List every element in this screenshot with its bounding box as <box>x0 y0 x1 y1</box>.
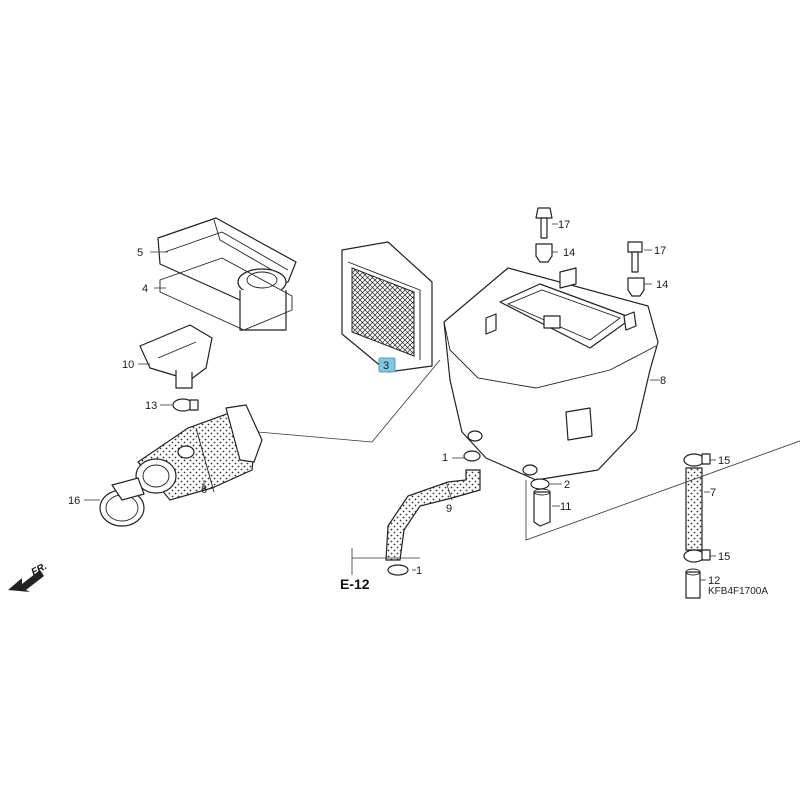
callout-4: 4 <box>142 283 148 295</box>
callout-leaders <box>84 223 716 581</box>
leader-line-3 <box>257 359 441 443</box>
drain-plug <box>533 488 551 527</box>
drain-hose <box>385 469 481 561</box>
callout-13: 13 <box>145 400 157 412</box>
callout-14-left: 14 <box>563 247 575 259</box>
callout-3: 3 <box>383 360 389 372</box>
hose-clip-upper <box>463 450 481 462</box>
callout-14-right: 14 <box>656 279 668 291</box>
front-marker-label: FR. <box>30 561 49 578</box>
callout-1-lower: 1 <box>416 565 422 577</box>
callout-15-upper: 15 <box>718 455 730 467</box>
callout-17-left: 17 <box>558 219 570 231</box>
drain-clip <box>530 478 550 490</box>
highlight-box-3 <box>378 357 396 373</box>
air-filter-element <box>341 241 433 373</box>
lid-gasket <box>159 257 293 331</box>
large-band-clamp <box>99 477 145 527</box>
small-band-clamp <box>172 398 199 412</box>
tube-clip-lower <box>683 549 711 563</box>
callout-5: 5 <box>137 247 143 259</box>
connecting-tube <box>135 404 263 501</box>
callout-7: 7 <box>710 487 716 499</box>
grommet-right <box>627 277 645 297</box>
callout-16: 16 <box>68 495 80 507</box>
callout-12: 12 <box>708 575 720 587</box>
callout-17-right: 17 <box>654 245 666 257</box>
callout-9: 9 <box>446 503 452 515</box>
air-cleaner-lid <box>157 217 297 331</box>
callout-1-upper: 1 <box>442 452 448 464</box>
callout-15-lower: 15 <box>718 551 730 563</box>
air-cleaner-case <box>443 267 659 481</box>
breather-tube <box>685 467 703 551</box>
callout-11: 11 <box>560 501 571 513</box>
drawing-code: KFB4F1700A <box>708 586 768 597</box>
hose-clip <box>387 564 409 576</box>
callout-2: 2 <box>564 479 570 491</box>
grommet-left <box>535 243 553 263</box>
reference-page-label: E-12 <box>340 576 370 592</box>
intake-funnel <box>139 324 213 389</box>
bolt-right <box>627 241 643 273</box>
front-arrow-icon: FR. <box>8 561 49 592</box>
callout-10: 10 <box>122 359 134 371</box>
callout-6: 6 <box>201 484 207 496</box>
bracket-line-drain <box>525 440 800 541</box>
tube-clip-upper <box>683 453 711 467</box>
tube-plug <box>685 568 701 599</box>
callout-8: 8 <box>660 375 666 387</box>
bolt-left <box>535 207 553 239</box>
